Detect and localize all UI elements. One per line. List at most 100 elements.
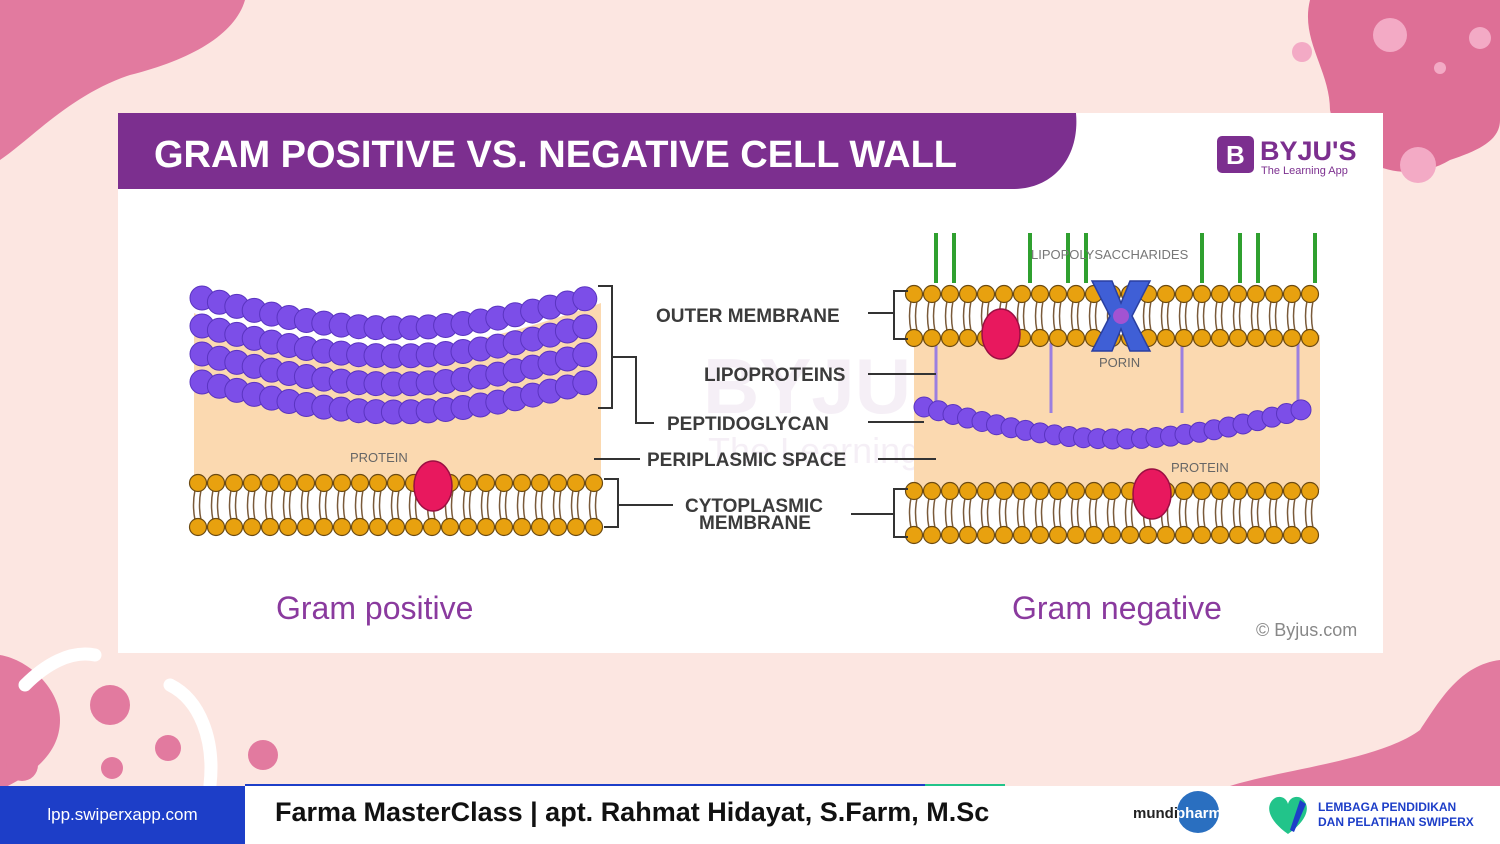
lipid-tail xyxy=(1016,497,1026,529)
lipid-tail xyxy=(1070,497,1080,529)
lipid-tail xyxy=(516,489,526,521)
lipid-head xyxy=(922,481,942,501)
peptidoglycan-bead xyxy=(572,342,598,368)
lipid-head xyxy=(1192,328,1212,348)
lipid-head xyxy=(1264,284,1284,304)
lipid-head xyxy=(1228,284,1248,304)
org-name-line2: DAN PELATIHAN SWIPERX xyxy=(1318,815,1474,829)
lipid-head xyxy=(314,517,334,537)
org-name-line1: LEMBAGA PENDIDIKAN xyxy=(1318,800,1456,814)
lipid-tail xyxy=(372,489,382,521)
lipid-tail xyxy=(228,489,238,521)
caption-gram-positive: Gram positive xyxy=(276,590,473,626)
lipid-head xyxy=(940,284,960,304)
lipid-head xyxy=(458,473,478,493)
lipid-head xyxy=(512,517,532,537)
footer-bar xyxy=(0,786,1500,844)
lipid-tail xyxy=(1052,300,1062,332)
lipid-tail xyxy=(1196,300,1206,332)
label-connectors xyxy=(594,285,936,538)
lipid-head xyxy=(1048,284,1068,304)
label-cytoplasmic-membrane: CYTOPLASMIC xyxy=(685,496,823,517)
lipid-head xyxy=(940,481,960,501)
lipid-head xyxy=(404,517,424,537)
lipid-head xyxy=(1066,328,1086,348)
lipid-tail xyxy=(1196,497,1206,529)
gram-positive-diagram xyxy=(188,285,604,537)
lipid-head xyxy=(1030,328,1050,348)
lipid-head xyxy=(1228,328,1248,348)
lipid-tail xyxy=(570,489,580,521)
cell-wall-diagram: GRAM POSITIVE VS. NEGATIVE CELL WALL B B… xyxy=(118,113,1357,640)
lipid-head xyxy=(260,473,280,493)
lipid-head xyxy=(1102,525,1122,545)
lipid-tail xyxy=(552,489,562,521)
lipid-head xyxy=(494,517,514,537)
lipid-tail xyxy=(534,489,544,521)
connector-peptidoglycan-stub xyxy=(612,356,654,424)
lipid-head xyxy=(368,473,388,493)
byjus-logo-icon xyxy=(1217,136,1254,173)
lipid-head xyxy=(584,473,604,493)
lipid-head xyxy=(350,517,370,537)
label-cytoplasmic-membrane-line2: MEMBRANE xyxy=(699,513,811,534)
lipid-head xyxy=(976,284,996,304)
lipid-tail xyxy=(1034,497,1044,529)
lipid-head xyxy=(958,328,978,348)
byjus-logo: B BYJU'S The Learning App xyxy=(1217,136,1356,177)
lipid-tail xyxy=(1142,300,1152,332)
lipid-head xyxy=(530,517,550,537)
lipid-tail xyxy=(1214,300,1224,332)
peptidoglycan-layer xyxy=(189,341,598,397)
lipid-tail xyxy=(980,497,990,529)
lipid-head xyxy=(188,473,208,493)
lipid-tail xyxy=(1124,497,1134,529)
cytoplasmic-membrane-left xyxy=(188,473,604,537)
lipid-tail xyxy=(1304,497,1314,529)
lipid-head xyxy=(904,525,924,545)
decor-dot xyxy=(155,735,181,761)
lipid-head xyxy=(1030,481,1050,501)
lipid-tail xyxy=(1232,300,1242,332)
decor-dot xyxy=(1400,147,1436,183)
title-banner xyxy=(118,113,1077,189)
peptidoglycan-layer xyxy=(189,369,598,425)
lipid-head xyxy=(386,473,406,493)
peptidoglycan-bead xyxy=(572,314,598,340)
connector-outer-membrane-bracket xyxy=(893,290,908,340)
lipid-head xyxy=(1246,328,1266,348)
lipid-head xyxy=(1192,525,1212,545)
lipid-head xyxy=(976,525,996,545)
lipid-head xyxy=(1282,328,1302,348)
swiperx-heart-icon xyxy=(1269,796,1307,834)
label-lipopolysaccharides: LIPOPOLYSACCHARIDES xyxy=(1031,247,1189,262)
lipid-head xyxy=(994,525,1014,545)
lipid-head xyxy=(1210,328,1230,348)
lipid-head xyxy=(1138,525,1158,545)
lipid-tail xyxy=(264,489,274,521)
lipid-head xyxy=(188,517,208,537)
lipid-head xyxy=(1264,481,1284,501)
lipid-head xyxy=(260,517,280,537)
peptidoglycan-layer-thin xyxy=(913,396,1312,450)
peptidoglycan-layer xyxy=(189,313,598,369)
lipid-head xyxy=(1120,525,1140,545)
lipid-head xyxy=(940,525,960,545)
lipid-head xyxy=(922,284,942,304)
lipid-tail xyxy=(1250,300,1260,332)
top-left-blob xyxy=(0,0,245,160)
lipid-head xyxy=(994,284,1014,304)
lipid-head xyxy=(242,473,262,493)
lipid-head xyxy=(1282,481,1302,501)
lipid-head xyxy=(512,473,532,493)
bottom-right-blob xyxy=(1230,660,1500,786)
lipid-head xyxy=(368,517,388,537)
mundipharma-logo-left: mundi xyxy=(1133,805,1178,822)
lipid-head xyxy=(1300,525,1320,545)
lipid-head xyxy=(566,517,586,537)
lipid-tail xyxy=(962,497,972,529)
lipid-head xyxy=(1192,481,1212,501)
footer-url[interactable]: lpp.swiperxapp.com xyxy=(0,786,245,844)
lipid-head xyxy=(1264,525,1284,545)
